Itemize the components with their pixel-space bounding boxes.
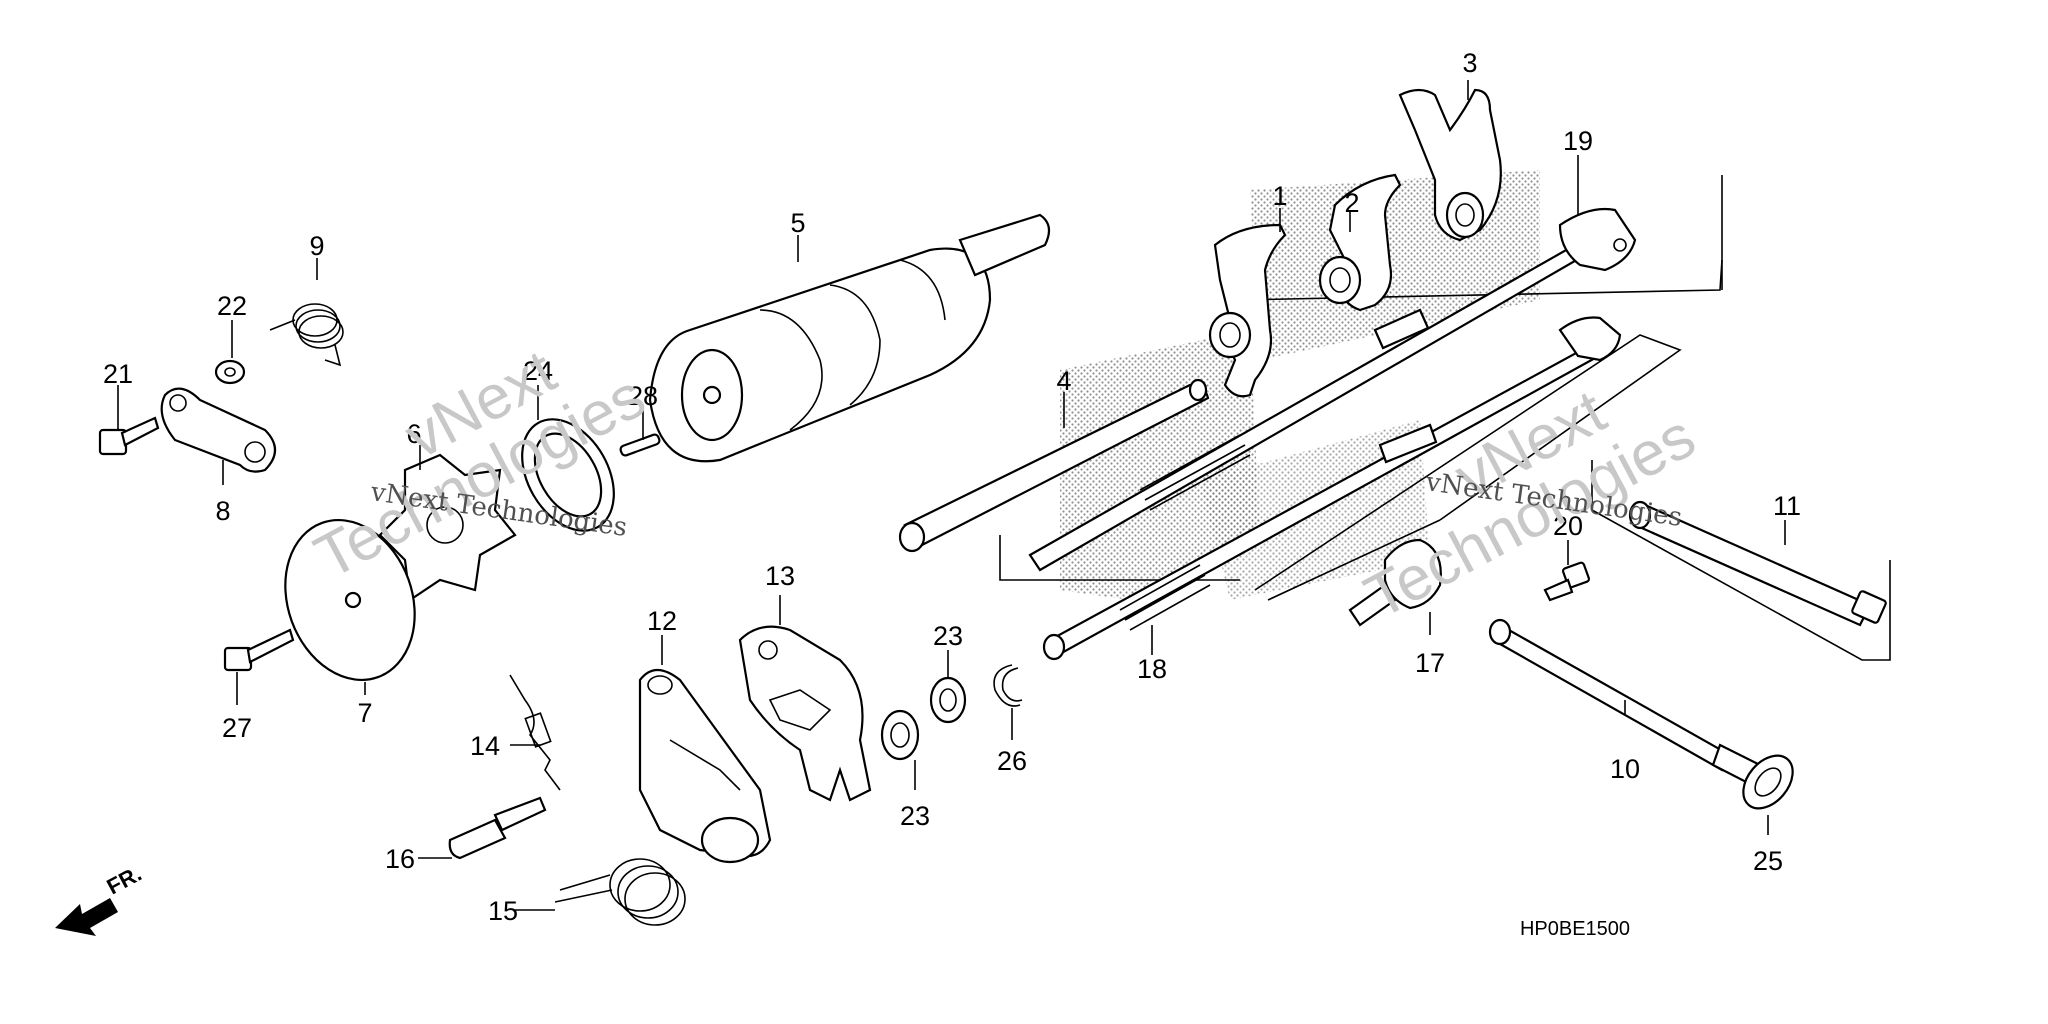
washer-23-a <box>929 676 967 724</box>
pin-bolt <box>448 796 547 860</box>
shift-plate <box>638 668 772 864</box>
callout-28: 28 <box>628 381 658 411</box>
fork-shaft <box>898 378 1210 553</box>
callout-23-a: 23 <box>933 621 963 651</box>
callout-10: 10 <box>1610 754 1640 784</box>
bolt-27 <box>223 628 295 672</box>
washer-plate <box>284 518 416 682</box>
callout-16: 16 <box>385 844 415 874</box>
callout-5: 5 <box>790 208 805 238</box>
torsion-spring <box>269 303 344 367</box>
leader-lines <box>117 80 1786 911</box>
callouts: 1 2 3 4 5 6 7 8 9 10 11 12 13 14 15 16 1… <box>103 48 1801 926</box>
callout-18: 18 <box>1137 654 1167 684</box>
callout-25: 25 <box>1753 846 1783 876</box>
washer-23-b <box>880 709 920 761</box>
shift-fork-3 <box>1398 88 1502 242</box>
assembly-brackets <box>999 175 1891 661</box>
callout-26: 26 <box>997 746 1027 776</box>
short-shafts <box>1373 308 1438 464</box>
diagram-code: HP0BE1500 <box>1520 918 1630 940</box>
callout-4: 4 <box>1056 366 1071 396</box>
small-washer <box>214 359 246 385</box>
collar-17 <box>1348 538 1442 627</box>
callout-20: 20 <box>1553 511 1583 541</box>
callout-12: 12 <box>647 606 677 636</box>
shift-fork-2 <box>1318 173 1402 312</box>
callout-9: 9 <box>309 231 324 261</box>
callout-1: 1 <box>1272 181 1287 211</box>
shift-spring <box>554 858 686 926</box>
callout-11: 11 <box>1773 491 1801 521</box>
front-label: FR. <box>103 861 146 900</box>
bolt-20 <box>1543 561 1591 602</box>
callout-19: 19 <box>1563 126 1593 156</box>
callout-6: 6 <box>406 419 421 449</box>
callout-8: 8 <box>215 496 230 526</box>
bearing-25 <box>1742 754 1794 810</box>
drum-pin <box>619 433 661 457</box>
callout-21: 21 <box>103 359 133 389</box>
shift-arm <box>738 625 872 802</box>
shaft-11 <box>1628 500 1887 627</box>
callout-14: 14 <box>470 731 500 761</box>
callout-24: 24 <box>523 356 553 386</box>
bolt-21 <box>98 416 160 456</box>
return-spring <box>509 674 561 791</box>
callout-2: 2 <box>1344 188 1359 218</box>
callout-3: 3 <box>1462 48 1477 78</box>
callout-27: 27 <box>222 713 252 743</box>
shift-fork-1 <box>1208 223 1287 398</box>
callout-22: 22 <box>217 291 247 321</box>
callout-17: 17 <box>1415 648 1445 678</box>
gearshift-spindle-upper <box>1028 207 1637 572</box>
bearing-ring <box>521 418 615 532</box>
shift-drum <box>648 213 1051 463</box>
callout-15: 15 <box>488 896 518 926</box>
callout-13: 13 <box>765 561 795 591</box>
callout-7: 7 <box>357 698 372 728</box>
callout-23-b: 23 <box>900 801 930 831</box>
front-arrow-icon <box>55 898 118 936</box>
circlip-26 <box>993 664 1023 707</box>
front-direction: FR. <box>55 861 146 936</box>
stopper-arm <box>160 387 277 473</box>
